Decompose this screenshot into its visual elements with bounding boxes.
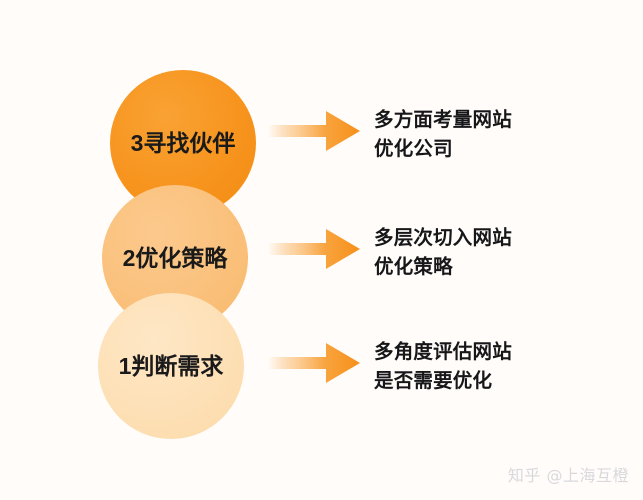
step-circle-label-2: 2优化策略 <box>122 244 228 271</box>
step-description-1-line2: 是否需要优化 <box>374 370 493 392</box>
watermark: 知乎 @上海互橙 <box>508 462 629 486</box>
right-arrow-icon-3 <box>268 111 360 151</box>
watermark-text: 知乎 @上海互橙 <box>507 466 629 485</box>
step-description-2-line2: 优化策略 <box>374 256 453 278</box>
step-description-1: 多角度评估网站 是否需要优化 <box>374 338 624 396</box>
step-description-3-line1: 多方面考量网站 <box>374 109 512 131</box>
step-circle-label-1: 1判断需求 <box>118 352 224 379</box>
step-description-2-line1: 多层次切入网站 <box>374 227 512 249</box>
right-arrow-icon-1 <box>268 343 360 383</box>
step-description-3-line2: 优化公司 <box>374 138 453 160</box>
step-description-1-line1: 多角度评估网站 <box>374 341 512 363</box>
right-arrow-icon-2 <box>268 229 360 269</box>
step-circle-1: 1判断需求 <box>98 293 244 439</box>
step-circle-label-3: 3寻找伙伴 <box>130 129 236 156</box>
step-description-3: 多方面考量网站 优化公司 <box>374 106 624 164</box>
step-description-2: 多层次切入网站 优化策略 <box>374 224 624 282</box>
